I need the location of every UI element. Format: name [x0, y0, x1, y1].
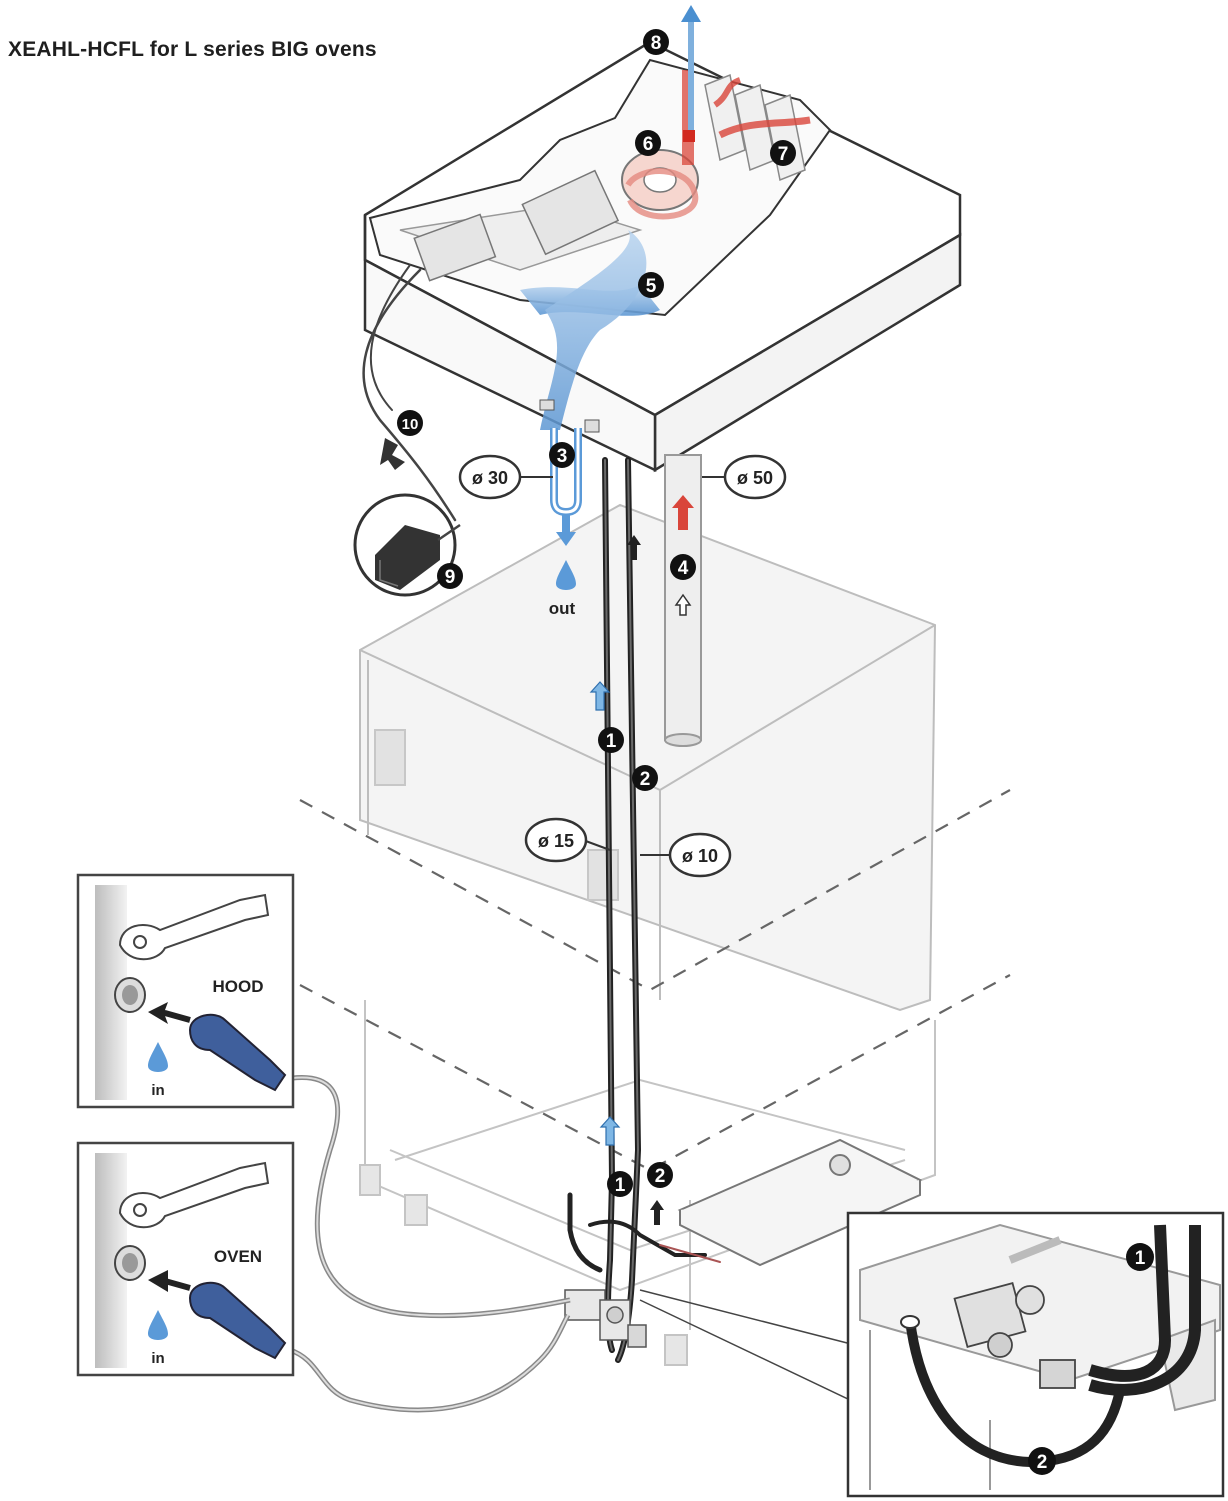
badge-2-lower: 2 — [647, 1162, 673, 1188]
badge-5: 5 — [638, 272, 664, 298]
oven-body — [359, 503, 937, 1012]
number-badges: 8 6 7 5 10 3 9 4 1 2 1 2 — [397, 29, 796, 1197]
flow-arrows — [589, 535, 664, 1225]
svg-text:2: 2 — [655, 1166, 666, 1187]
plug-callout — [353, 493, 461, 597]
svg-text:8: 8 — [651, 33, 662, 54]
condensate-drain — [550, 428, 582, 590]
dimension-callouts: ø 30 ø 50 ø 15 ø 10 — [458, 454, 787, 878]
diagram-title: XEAHL-HCFL for L series BIG ovens — [8, 38, 377, 61]
svg-text:10: 10 — [402, 416, 419, 433]
svg-text:1: 1 — [615, 1175, 626, 1196]
dim-30-callout: ø 30 — [458, 454, 553, 500]
detail-leader-lines — [639, 1289, 856, 1401]
cable-connector — [380, 438, 405, 470]
svg-text:1: 1 — [606, 731, 617, 752]
dim-10-label: ø 10 — [682, 846, 718, 866]
valve-detail-inset: 1 2 — [846, 1211, 1225, 1498]
oven-in-label: in — [151, 1350, 164, 1367]
section-cut-lines — [299, 789, 1011, 1172]
badge-7: 7 — [770, 140, 796, 166]
detail-badge-1: 1 — [1126, 1243, 1154, 1271]
svg-text:6: 6 — [643, 134, 654, 155]
badge-10: 10 — [397, 410, 423, 436]
exhaust-pipe — [664, 454, 702, 747]
svg-text:1: 1 — [1135, 1248, 1146, 1269]
svg-text:2: 2 — [1037, 1452, 1048, 1473]
hood-water-panel: HOOD in — [76, 873, 295, 1109]
dim-15-callout: ø 15 — [524, 817, 611, 863]
oven-label: OVEN — [214, 1247, 262, 1266]
dim-30-label: ø 30 — [472, 468, 508, 488]
solenoid-valve — [564, 1289, 647, 1348]
oven-water-panel: OVEN in — [76, 1141, 295, 1377]
svg-text:7: 7 — [778, 144, 789, 165]
dim-50-label: ø 50 — [737, 468, 773, 488]
water-supply-lines — [279, 1075, 571, 1413]
svg-text:4: 4 — [678, 558, 689, 579]
detail-badge-2: 2 — [1028, 1447, 1056, 1475]
badge-2-upper: 2 — [632, 765, 658, 791]
dim-50-callout: ø 50 — [702, 454, 787, 500]
dim-15-label: ø 15 — [538, 831, 574, 851]
hood-label: HOOD — [213, 977, 264, 996]
badge-8: 8 — [643, 29, 669, 55]
svg-text:5: 5 — [646, 276, 657, 297]
out-label: out — [549, 599, 576, 618]
badge-1-lower: 1 — [607, 1171, 633, 1197]
badge-4: 4 — [670, 554, 696, 580]
dim-10-callout: ø 10 — [640, 832, 732, 878]
svg-text:2: 2 — [640, 769, 651, 790]
svg-text:3: 3 — [557, 446, 568, 467]
hood-unit — [363, 5, 962, 473]
badge-9: 9 — [437, 563, 463, 589]
hood-in-label: in — [151, 1082, 164, 1099]
drip-tray — [677, 1138, 923, 1267]
badge-6: 6 — [635, 130, 661, 156]
badge-3: 3 — [549, 442, 575, 468]
badge-1-upper: 1 — [598, 727, 624, 753]
svg-text:9: 9 — [445, 567, 456, 588]
